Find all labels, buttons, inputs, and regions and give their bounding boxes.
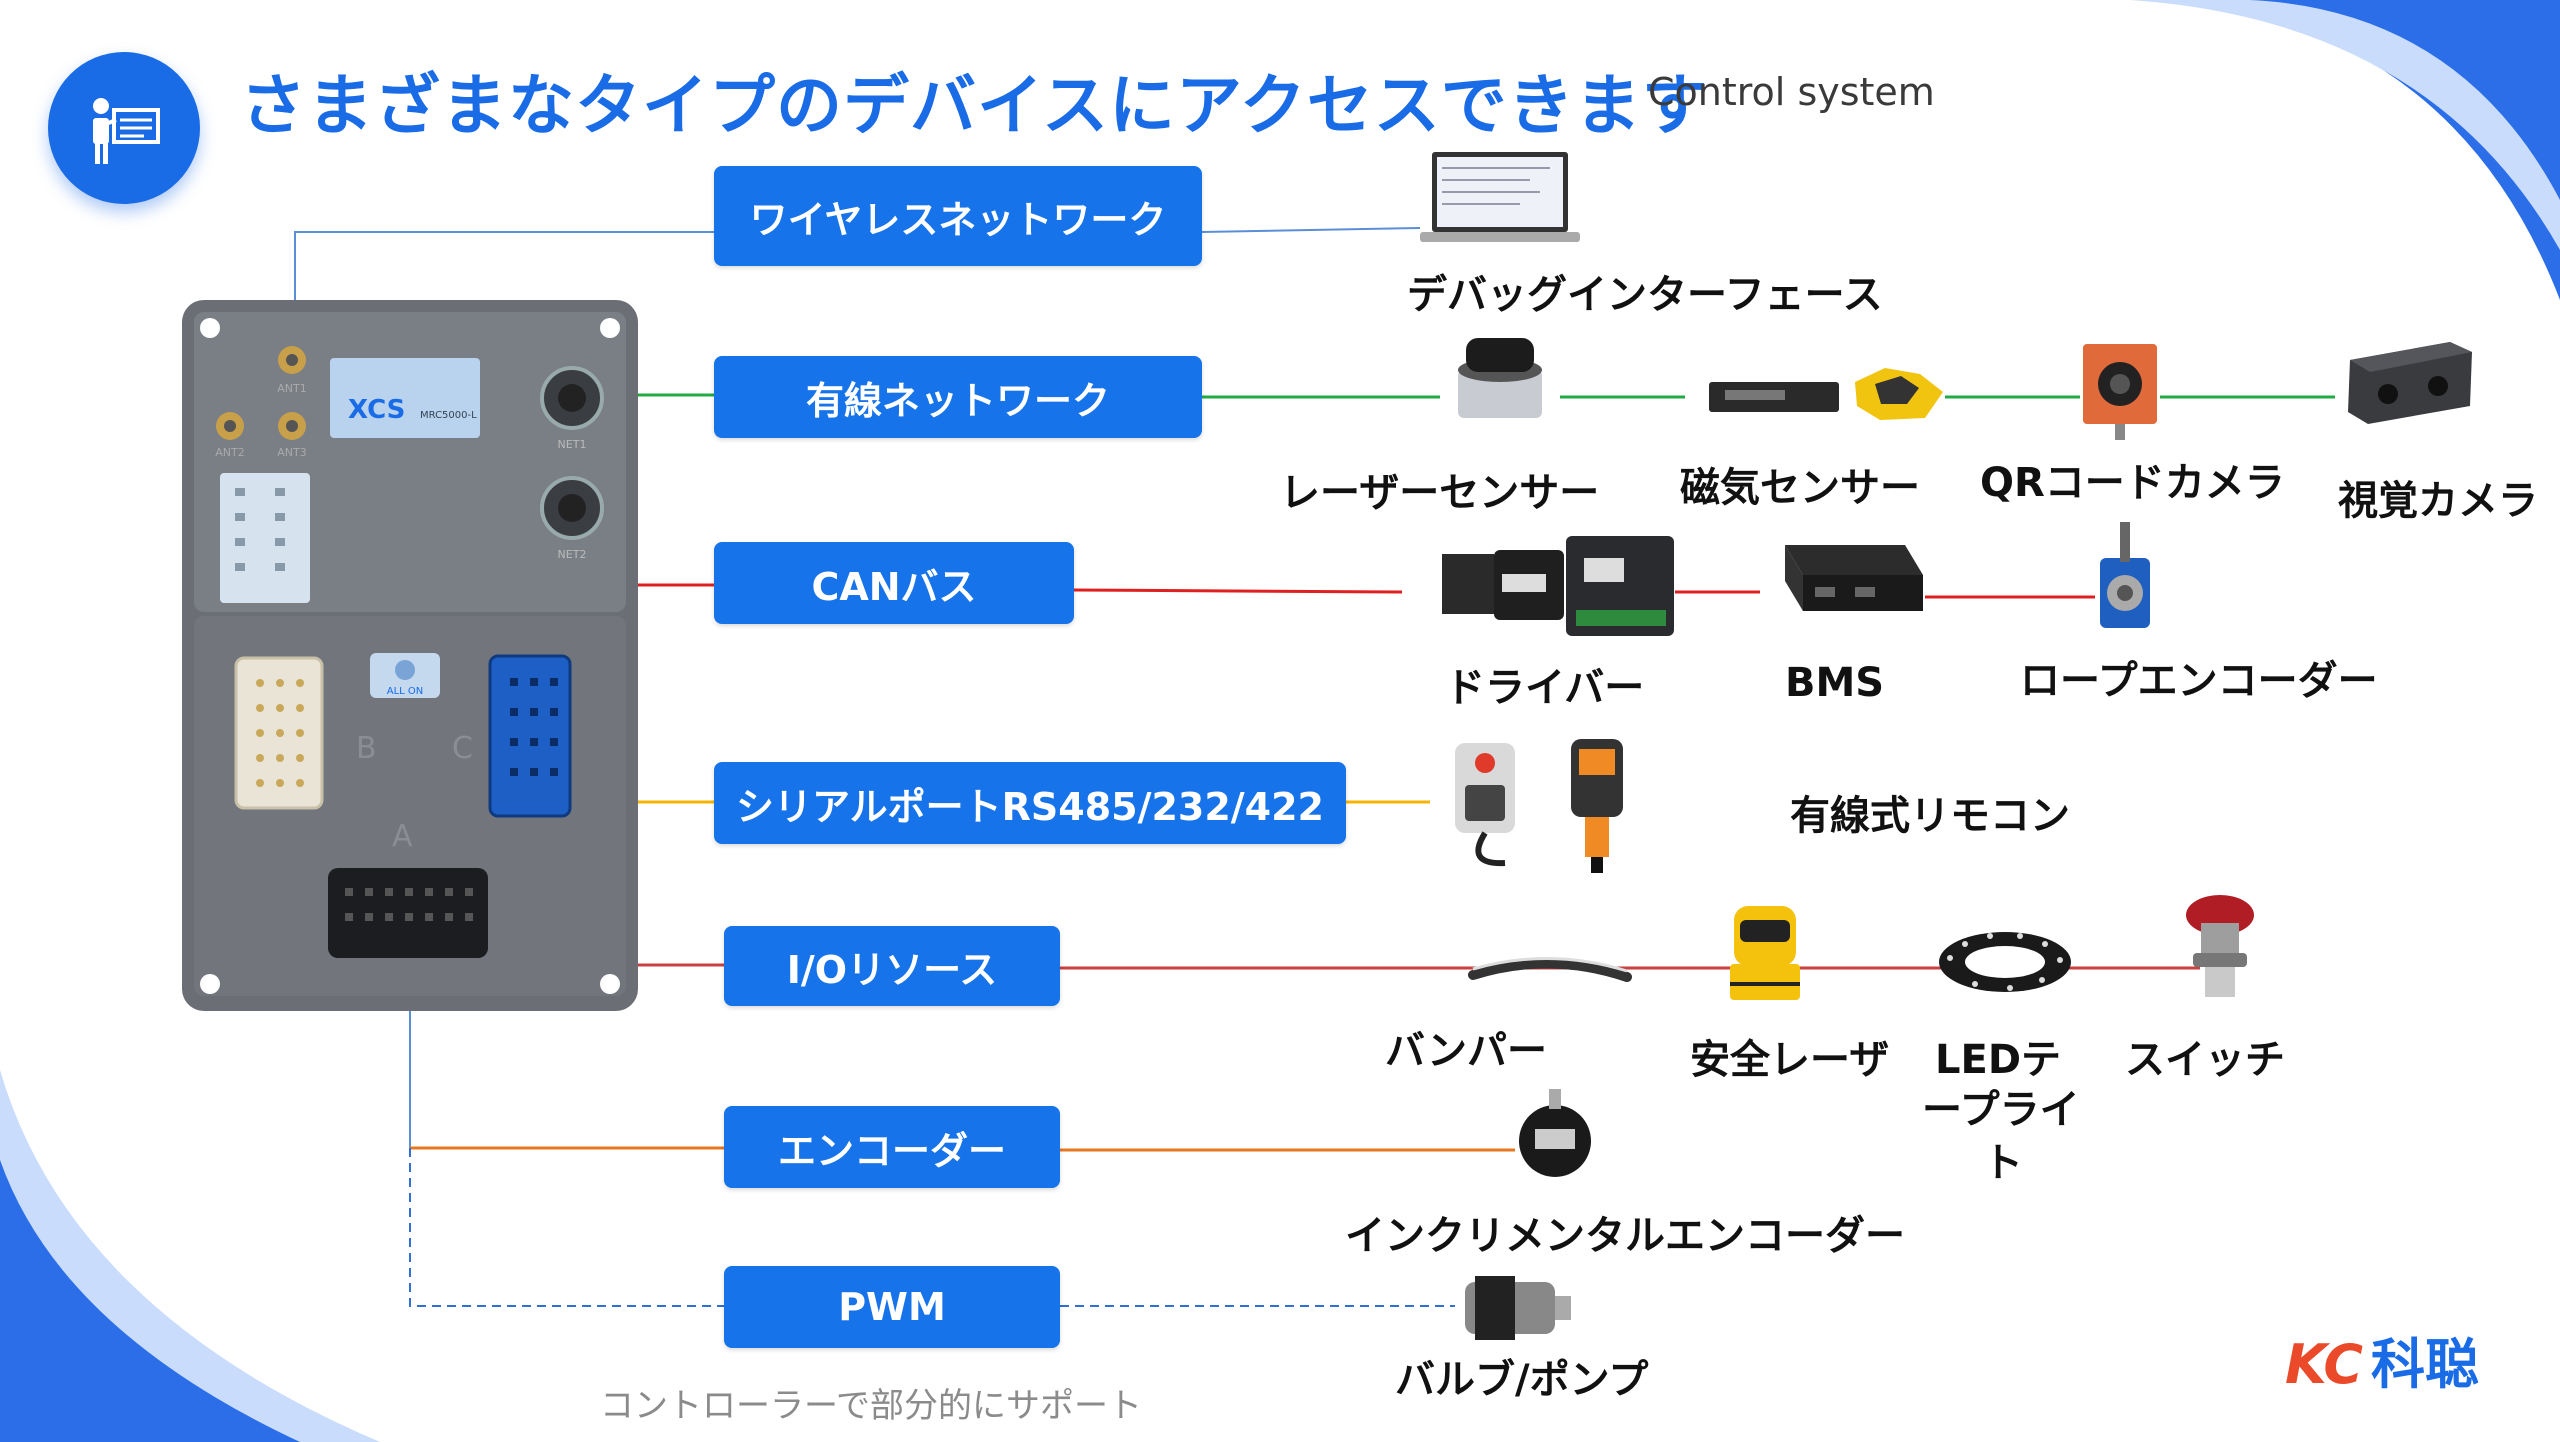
ant2-label: ANT2 [215, 446, 244, 459]
line-pwm [409, 1148, 725, 1307]
magnetic-sensor-image [1709, 368, 1943, 420]
label-led-strip-3: ト [1983, 1140, 2023, 1186]
label-switch: スイッチ [2125, 1037, 2285, 1083]
qr-camera-image [2083, 344, 2157, 440]
label-rope-encoder: ロープエンコーダー [2020, 658, 2378, 704]
bumper-image [1468, 956, 1632, 982]
category-encoder: エンコーダー [724, 1106, 1060, 1188]
label-vision-camera: 視覚カメラ [2338, 478, 2538, 524]
led-strip-image [1939, 932, 2071, 992]
laptop-image [1420, 152, 1580, 242]
vision-camera-image [2348, 342, 2472, 424]
label-remote-control: 有線式リモコン [1790, 793, 2070, 839]
logo-kc: KC [2285, 1333, 2364, 1396]
label-driver: ドライバー [1445, 665, 1645, 711]
label-valve-pump: バルブ/ポンプ [1395, 1357, 1649, 1403]
category-wireless: ワイヤレスネットワーク [714, 166, 1202, 266]
logo-cn: 科聪 [2371, 1333, 2480, 1396]
label-laser-sensor: レーザーセンサー [1280, 470, 1600, 516]
all-on-label: ALL ON [387, 686, 424, 697]
bottom-left-swoosh [0, 1070, 380, 1442]
safety-laser-image [1730, 906, 1800, 1000]
header-icon-badge [48, 52, 200, 204]
controller-image: ANT1 ANT2 ANT3 XCS MRC5000-L NET1 NET2 A… [182, 300, 638, 1011]
category-wired-network: 有線ネットワーク [714, 356, 1202, 438]
label-magnetic-sensor: 磁気センサー [1680, 465, 1920, 511]
line-wireless-right [1201, 227, 1421, 233]
label-bms: BMS [1785, 660, 1885, 706]
label-safety-laser: 安全レーザ [1690, 1037, 1890, 1083]
label-qr-camera: QRコードカメラ [1980, 460, 2285, 506]
model-label: MRC5000-L [420, 410, 477, 421]
bms-image [1785, 545, 1923, 611]
ant3-label: ANT3 [277, 446, 306, 459]
presenter-icon [93, 98, 160, 164]
top-right-swoosh [2130, 0, 2560, 300]
driver-image [1442, 536, 1674, 636]
label-debug-interface: デバッグインターフェース [1407, 272, 1883, 318]
page-subtitle: Control system [1648, 70, 1935, 114]
ant1-label: ANT1 [277, 382, 306, 395]
remote-control-image [1455, 739, 1623, 873]
brand-label: XCS [348, 395, 405, 425]
incremental-encoder-image [1519, 1089, 1591, 1177]
partial-support-note: コントローラーで部分的にサポート [600, 1386, 1142, 1426]
label-bumper: バンパー [1385, 1028, 1547, 1074]
port-c-label: C [452, 731, 473, 766]
valve-pump-image [1465, 1276, 1571, 1340]
port-b-label: B [356, 731, 377, 766]
rope-encoder-image [2100, 522, 2150, 628]
laser-sensor-image [1458, 338, 1542, 418]
label-incremental-encoder: インクリメンタルエンコーダー [1345, 1213, 1905, 1259]
port-a-label: A [392, 819, 413, 854]
switch-image [2186, 895, 2254, 997]
label-led-strip-2: ープライ [1922, 1087, 2080, 1133]
category-io: I/Oリソース [724, 926, 1060, 1006]
category-can-bus: CANバス [714, 542, 1074, 624]
page-title: さまざまなタイプのデバイスにアクセスできます [240, 67, 1709, 144]
net1-label: NET1 [558, 438, 587, 451]
net2-label: NET2 [558, 548, 587, 561]
category-pwm: PWM [724, 1266, 1060, 1348]
label-led-strip-1: LEDテ [1935, 1037, 2062, 1083]
category-serial: シリアルポートRS485/232/422 [714, 762, 1346, 844]
